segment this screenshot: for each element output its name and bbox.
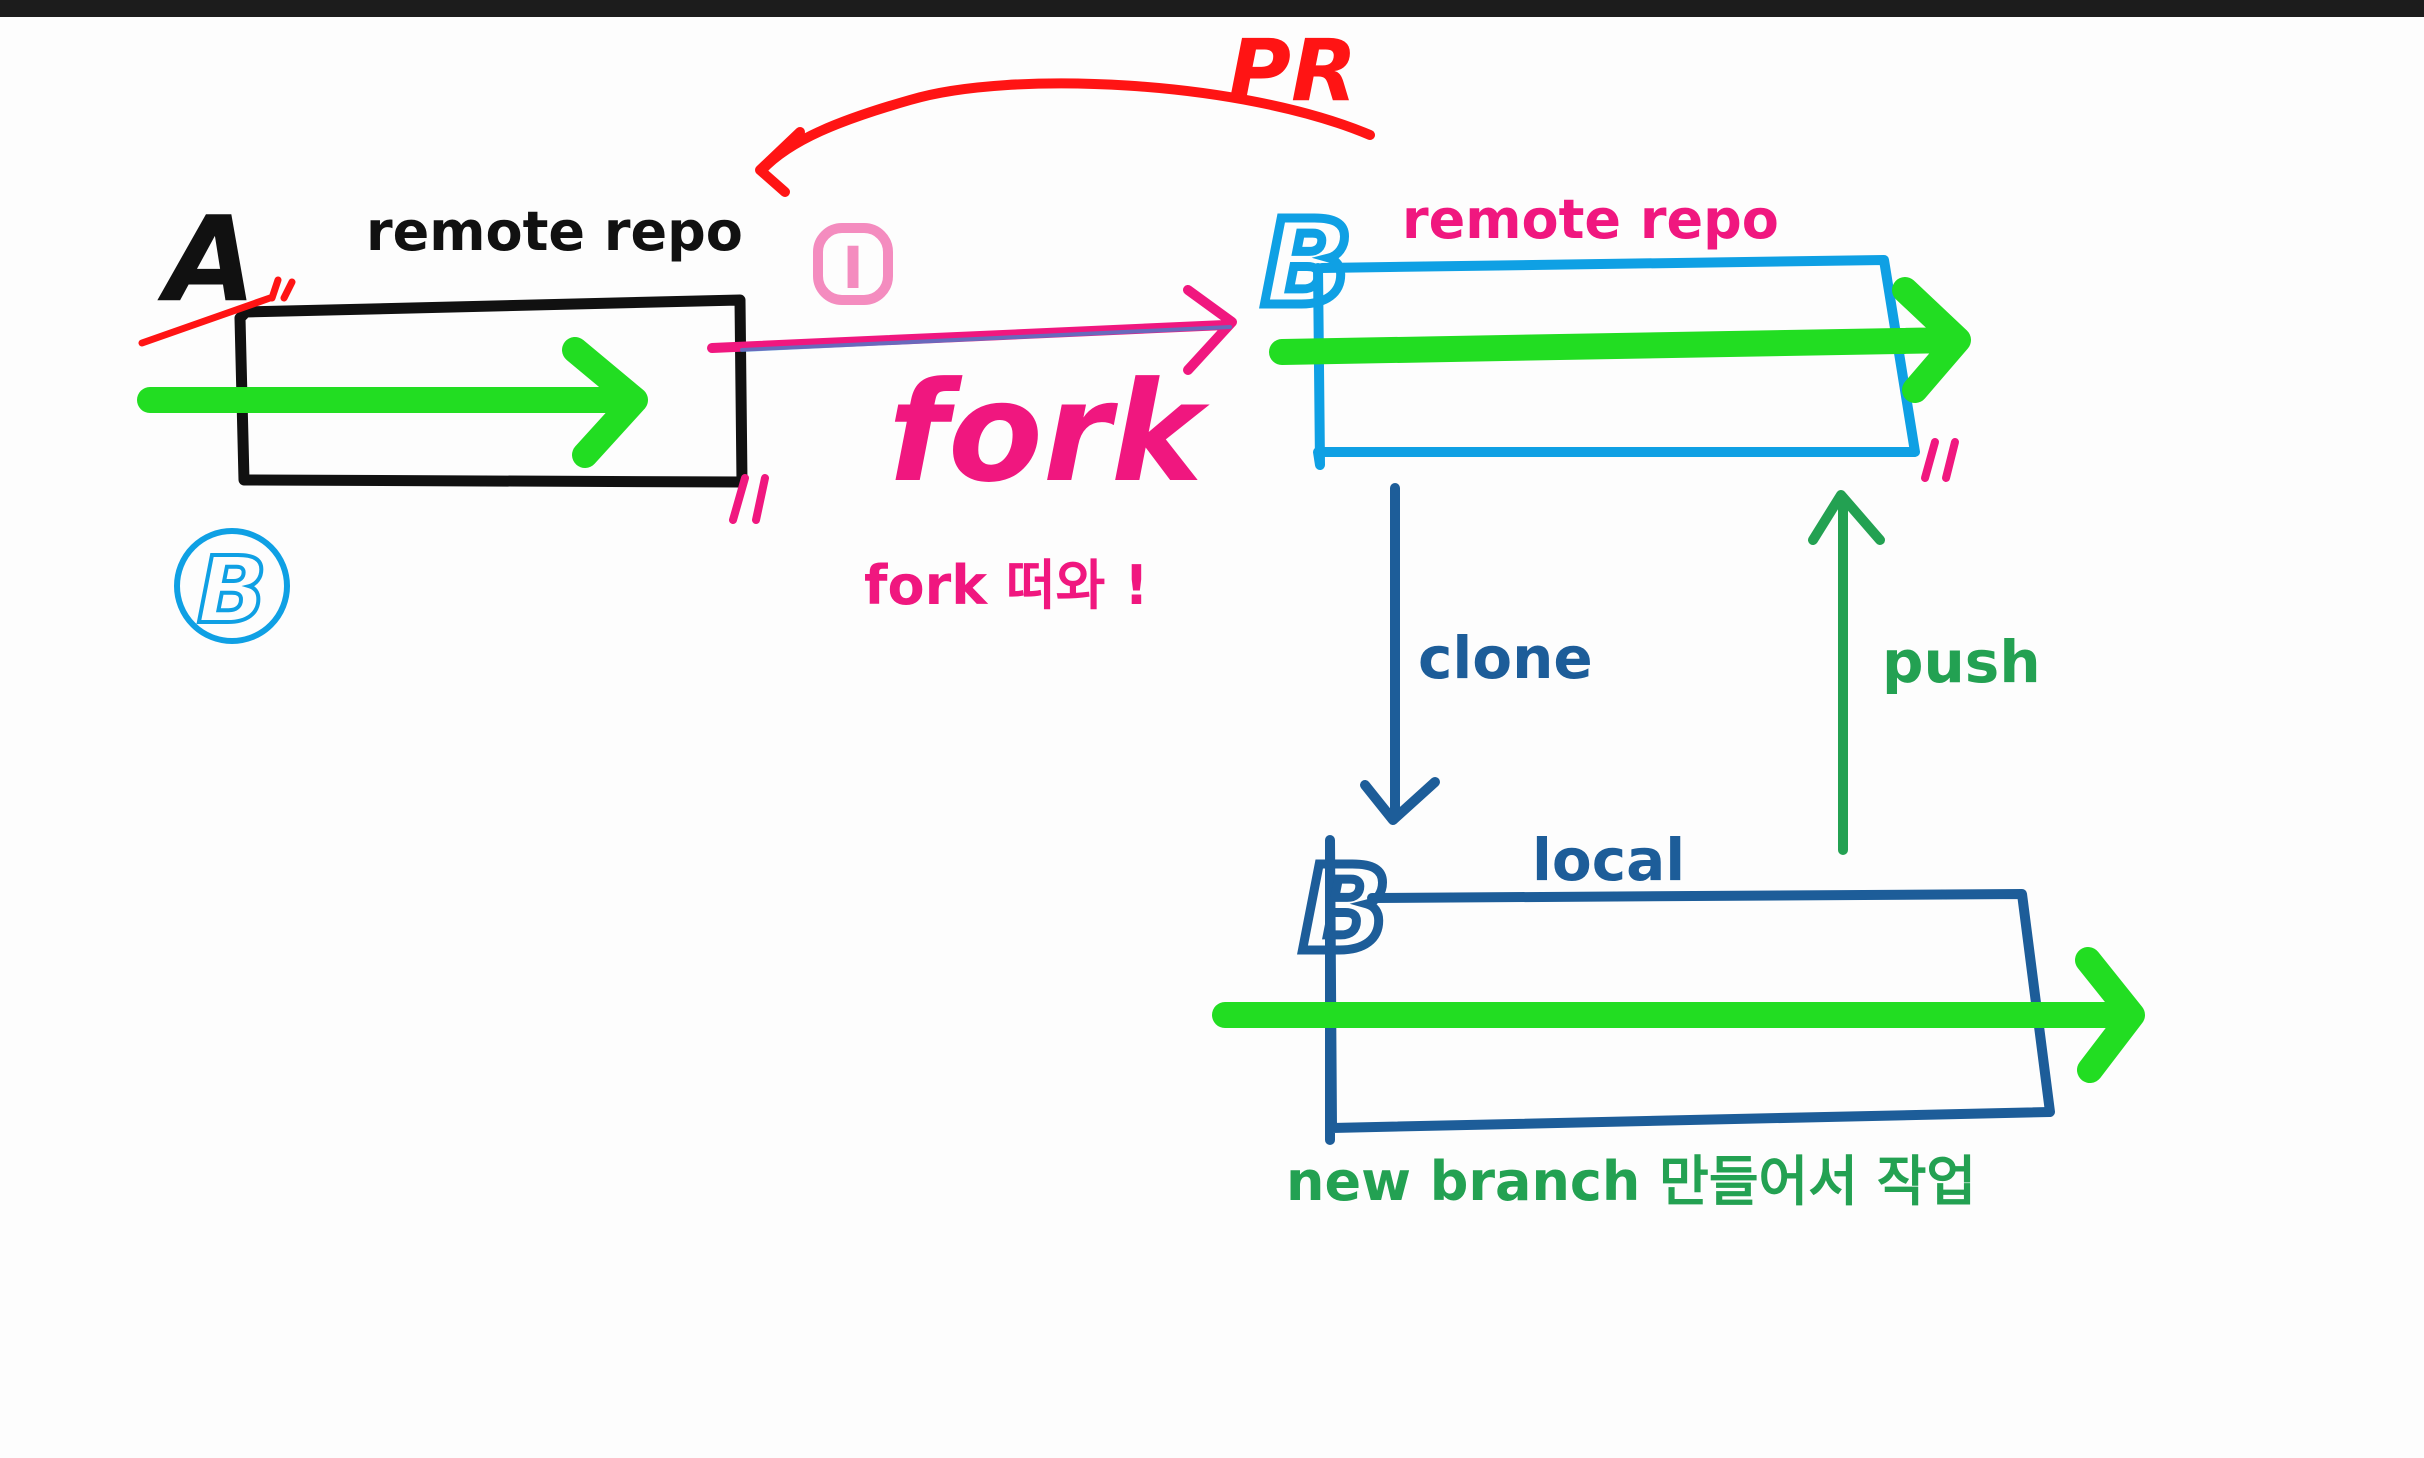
- clone-arrow: [1360, 483, 1440, 825]
- fork-repo-box: [1313, 255, 1920, 470]
- fork-note: fork 떠와 !: [864, 554, 1149, 617]
- local-repo-box: [1325, 835, 2055, 1145]
- fork-handwritten-label: fork: [888, 352, 1210, 513]
- pink-badge: [813, 223, 893, 305]
- circle-b-label: B: [197, 537, 267, 644]
- push-label: push: [1882, 628, 2041, 696]
- upstream-red-underline: [138, 276, 296, 347]
- fork-ditto-mark: [1921, 438, 1959, 482]
- local-owner-label: B: [1300, 840, 1390, 978]
- clone-label: clone: [1418, 624, 1593, 692]
- pink-badge-label: I: [842, 234, 864, 302]
- circle-b-badge: [174, 528, 290, 644]
- local-branch-arrow: [1212, 947, 2145, 1083]
- fork-repo-label: remote repo: [1402, 188, 1779, 251]
- upstream-repo: A remote repo B: [137, 190, 769, 646]
- pull-request-link: PR: [755, 21, 1375, 197]
- upstream-branch-arrow: [137, 337, 648, 468]
- local-repo-label: local: [1532, 826, 1685, 894]
- push-arrow: [1808, 490, 1885, 855]
- local-repo: B local new branch 만들어서 작업: [1212, 826, 2145, 1213]
- window-top-bar: [0, 0, 2424, 17]
- upstream-repo-label: remote repo: [366, 200, 743, 263]
- upstream-repo-box: [234, 294, 748, 488]
- pr-arrow: [755, 78, 1375, 197]
- upstream-ditto-mark: [729, 474, 769, 524]
- fork-arrow: [707, 285, 1237, 375]
- upstream-owner-label: A: [157, 190, 256, 328]
- fork-arrow-blue-shadow: [740, 325, 1232, 352]
- sync-links: clone push: [1360, 483, 2041, 855]
- fork-remote-repo: B remote repo: [1258, 188, 1971, 482]
- fork-owner-label: B: [1262, 194, 1352, 332]
- branch-note: new branch 만들어서 작업: [1286, 1150, 1976, 1213]
- fork-branch-arrow: [1269, 277, 1971, 403]
- pr-label: PR: [1228, 21, 1357, 121]
- fork-link: I fork fork 떠와 !: [707, 223, 1237, 617]
